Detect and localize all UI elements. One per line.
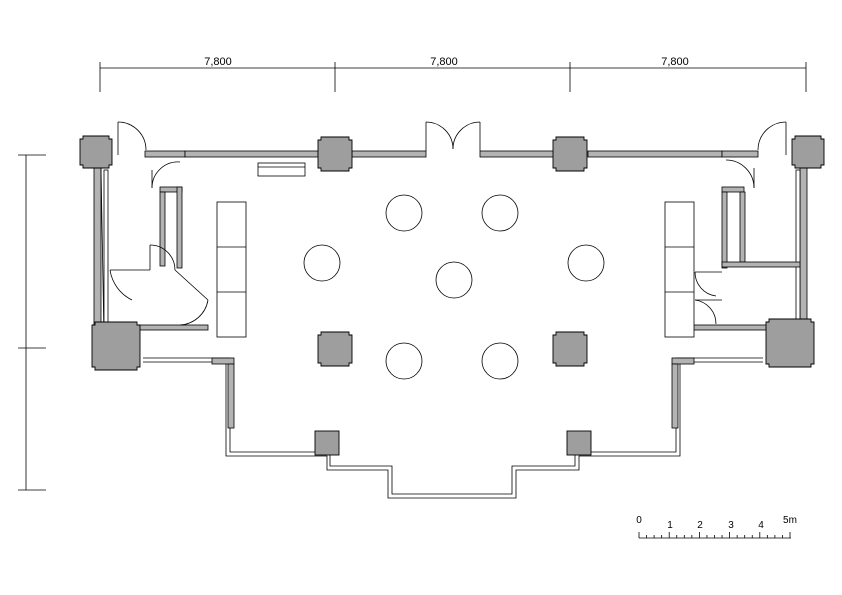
- door-right-restroom: [694, 271, 722, 325]
- column-1: [79, 135, 113, 169]
- scale-label-5: 5m: [783, 515, 797, 526]
- round-table-6: [385, 342, 423, 380]
- round-table-7: [481, 342, 519, 380]
- door-top-left-inner: [151, 161, 181, 189]
- top-dimension-line: 7,800 7,800 7,800: [99, 56, 807, 92]
- dimension-label-2: 7,800: [430, 56, 458, 68]
- buffet-counter-left: [216, 201, 247, 338]
- round-table-2: [481, 194, 519, 232]
- scale-label-3: 3: [728, 520, 734, 531]
- lower-perimeter-wall: [143, 357, 763, 499]
- door-top-right: [757, 121, 787, 155]
- right-wall: [689, 167, 808, 339]
- round-table-5: [567, 244, 605, 282]
- column-square-2: [566, 430, 592, 456]
- scale-label-4: 4: [758, 520, 764, 531]
- scale-label-1: 1: [667, 520, 673, 531]
- column-8: [765, 318, 815, 368]
- round-table-4: [435, 261, 473, 299]
- door-top-left: [117, 121, 147, 155]
- podium: [257, 162, 306, 177]
- top-wall: [144, 150, 759, 158]
- round-tables: [303, 194, 605, 380]
- dimension-label-3: 7,800: [661, 56, 689, 68]
- column-7: [91, 321, 141, 371]
- column-3: [552, 136, 588, 172]
- door-left-restroom: [109, 244, 209, 326]
- dimension-label-1: 7,800: [204, 56, 232, 68]
- buffet-counter-right: [664, 201, 695, 338]
- columns: [79, 135, 825, 456]
- left-dimension-line: [18, 154, 46, 491]
- scale-label-0: 0: [636, 515, 642, 526]
- column-square-1: [314, 430, 340, 456]
- left-wall: [93, 167, 209, 339]
- scale-bar: 0 1 2 3 4 5m: [636, 515, 797, 539]
- scale-label-2: 2: [697, 520, 703, 531]
- round-table-1: [385, 194, 423, 232]
- door-top-right-inner: [725, 159, 755, 189]
- column-2: [317, 136, 353, 172]
- door-main-entrance: [425, 121, 481, 151]
- column-4: [791, 135, 825, 169]
- column-5: [317, 331, 353, 367]
- round-table-3: [303, 244, 341, 282]
- column-6: [552, 331, 588, 367]
